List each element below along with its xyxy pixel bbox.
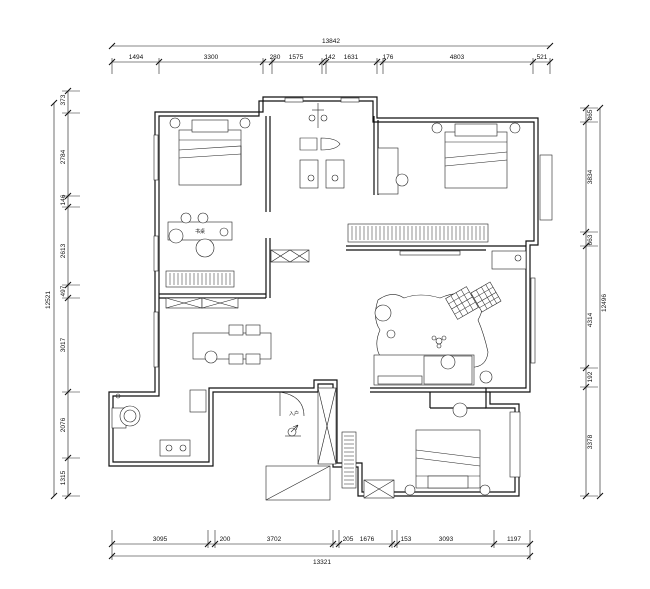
left-dimension-4: 2613 — [60, 243, 67, 258]
wardrobe-study — [165, 270, 235, 288]
top-total-dimension: 13842 — [322, 38, 340, 45]
desk-top-right — [377, 147, 399, 195]
chair-icon — [180, 212, 192, 224]
right-dimensions: 865 3834 663 4314 192 3378 12496 — [580, 104, 608, 500]
bed-headboard — [454, 123, 498, 137]
left-dimension-8: 1315 — [60, 470, 67, 485]
right-total-dimension: 12496 — [601, 294, 608, 312]
bottom-dimension-6: 153 — [401, 536, 412, 543]
left-dimension-3: 146 — [60, 194, 67, 205]
chair-icon — [395, 173, 409, 187]
nightstand-lamp-icon — [239, 117, 251, 129]
study-area: 书桌 — [165, 212, 235, 288]
bottom-dimension-2: 200 — [220, 536, 231, 543]
top-dimension-4: 1575 — [289, 54, 304, 61]
chair-icon — [197, 212, 209, 224]
chair-icon — [195, 238, 215, 258]
bottom-dimension-4: 205 — [343, 536, 354, 543]
left-dimension-5: 497 — [60, 285, 67, 296]
right-dimension-3: 663 — [587, 234, 594, 245]
nightstand-lamp-icon — [169, 117, 181, 129]
bottom-dimensions: 3095 200 3702 205 1676 153 3093 1197 133… — [108, 530, 534, 566]
right-dimension-6: 3378 — [587, 434, 594, 449]
lamp-icon — [219, 227, 229, 237]
top-dimensions: 13842 1494 3300 280 1575 142 1631 17 — [108, 38, 554, 74]
bedroom-top-left — [169, 117, 251, 186]
top-dimension-5: 142 — [325, 54, 336, 61]
left-dimension-1: 373 — [60, 94, 67, 105]
bathroom-center — [299, 103, 345, 189]
bedroom-top-right — [377, 122, 521, 195]
dining-area — [192, 324, 272, 365]
bed-headboard — [427, 475, 469, 489]
windows — [153, 97, 553, 478]
lounge-chair — [445, 286, 479, 320]
top-dimension-8: 4803 — [450, 54, 465, 61]
bottom-dimension-8: 1197 — [507, 536, 521, 543]
right-dimension-2: 3834 — [587, 169, 594, 184]
wardrobe-long — [347, 223, 527, 270]
top-dimension-2: 3300 — [204, 54, 219, 61]
left-dimension-6: 3017 — [60, 337, 67, 352]
left-dimensions: 12521 373 2784 146 2613 497 3017 2076 13… — [45, 87, 80, 500]
nightstand-lamp-icon — [509, 122, 521, 134]
bed-top-right — [444, 131, 508, 189]
top-dimension-7: 176 — [383, 54, 394, 61]
bottom-total-dimension: 13321 — [313, 559, 331, 566]
chair-icon — [168, 228, 184, 244]
right-dimension-5: 192 — [587, 371, 594, 382]
chair-icon — [374, 304, 392, 322]
study-label: 书桌 — [195, 228, 205, 235]
entrance-label: 入户 — [289, 410, 299, 417]
bedroom-bottom-right — [404, 402, 491, 496]
bottom-dimension-7: 3093 — [439, 536, 454, 543]
top-dimension-6: 1631 — [344, 54, 359, 61]
left-total-dimension: 12521 — [45, 291, 52, 309]
lounge-chair — [470, 281, 502, 313]
right-dimension-1: 865 — [587, 109, 594, 120]
bottom-dimension-3: 3702 — [267, 536, 282, 543]
nightstand-lamp-icon — [479, 484, 491, 496]
bottom-dimension-5: 1676 — [360, 536, 375, 543]
laundry-area — [111, 389, 207, 457]
chair-icon — [204, 350, 218, 364]
bottom-dimension-1: 3095 — [153, 536, 168, 543]
plant-icon — [431, 335, 447, 349]
bed-headboard — [191, 119, 229, 133]
left-dimension-2: 2784 — [60, 149, 67, 164]
entrance: 入户 — [265, 387, 337, 501]
shoe-cabinet — [341, 431, 357, 489]
living-room — [373, 281, 502, 386]
right-dimension-4: 4314 — [587, 312, 594, 327]
nightstand-lamp-icon — [404, 484, 416, 496]
top-dimension-3: 280 — [270, 54, 281, 61]
storage-cabinets — [165, 249, 395, 499]
left-dimension-7: 2076 — [60, 417, 67, 432]
nightstand-lamp-icon — [431, 122, 443, 134]
entrance-arrow-icon — [285, 424, 301, 437]
top-dimension-9: 521 — [537, 54, 548, 61]
top-dimension-1: 1494 — [129, 54, 144, 61]
